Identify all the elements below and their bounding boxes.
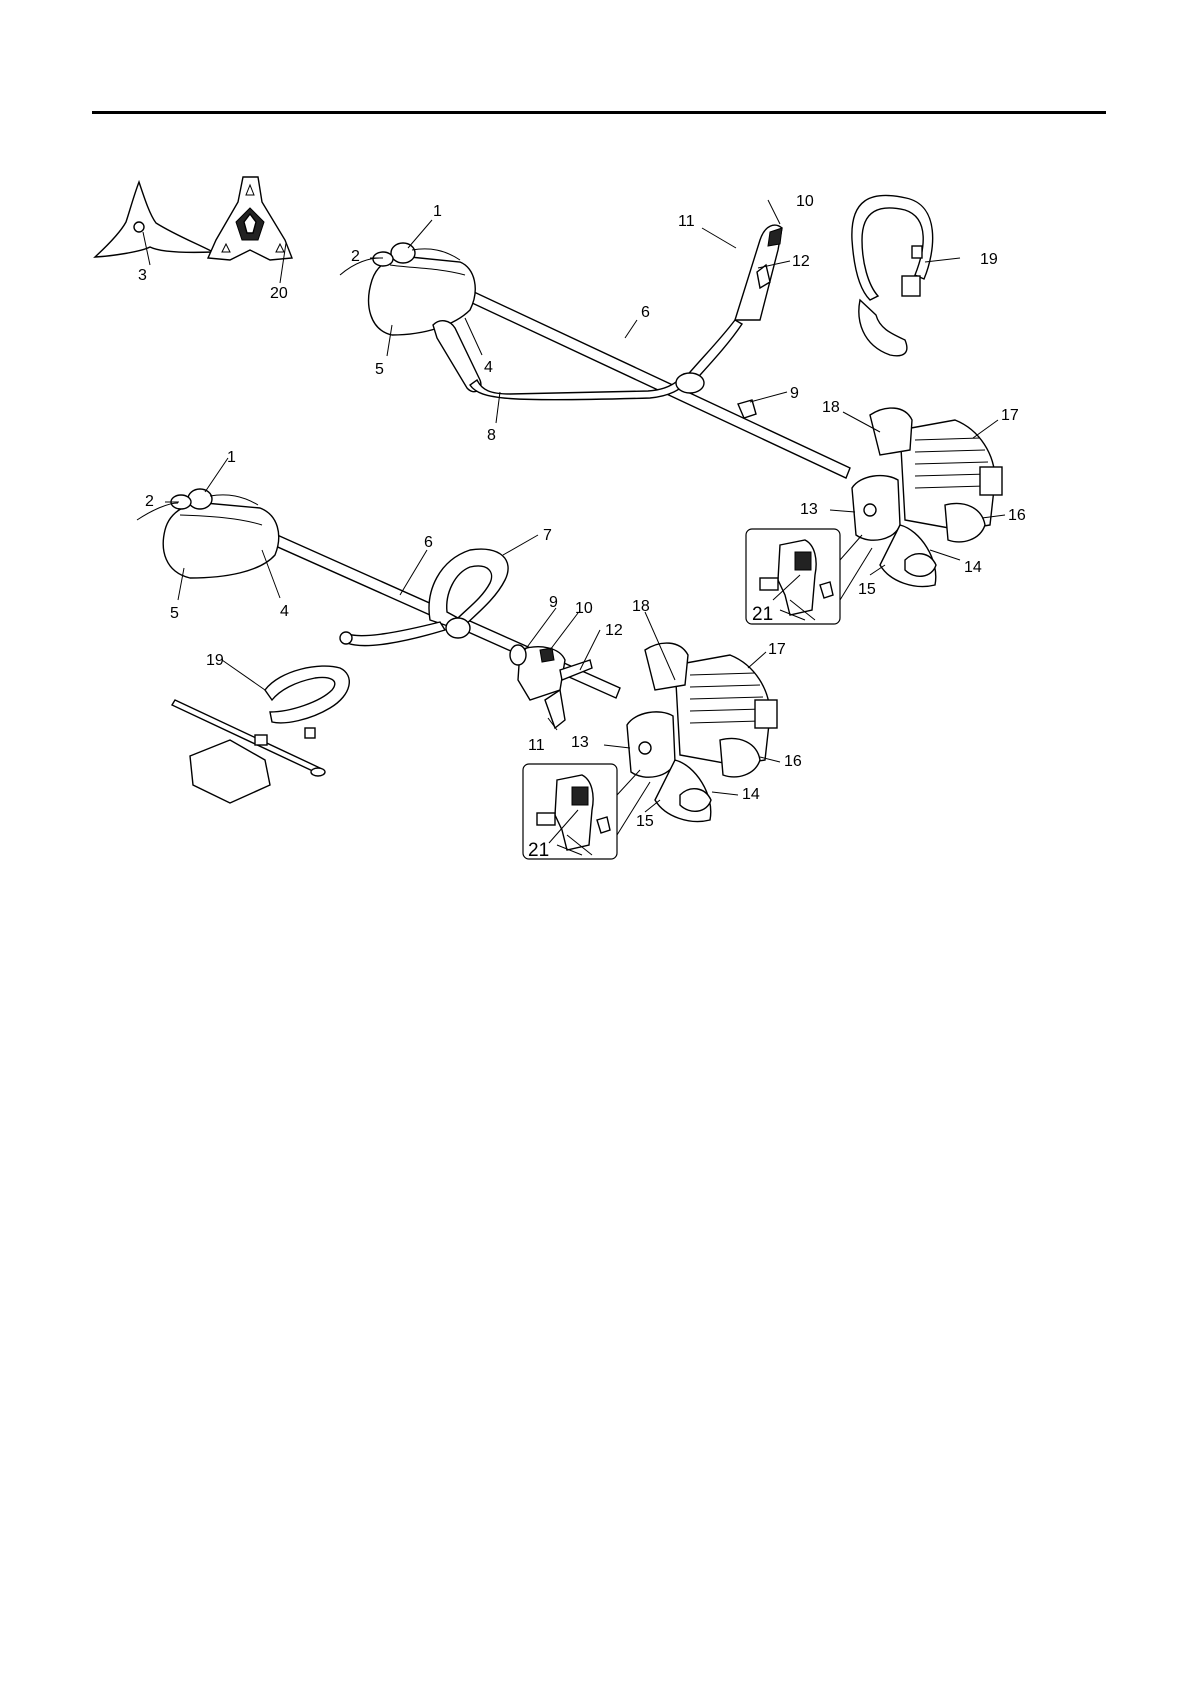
callout-bottom-6: 6 [424,534,433,551]
callout-top-14: 14 [964,559,982,576]
callout-bottom-19: 19 [206,652,224,669]
callout-bottom-16: 16 [784,753,802,770]
callout-bottom-1: 1 [227,449,236,466]
callout-bottom-18: 18 [632,598,650,615]
callout-top-6: 6 [641,304,650,321]
callout-top-11: 11 [678,213,695,230]
callout-bottom-12: 12 [605,622,623,639]
callout-top-5: 5 [375,361,384,378]
callout-top-8: 8 [487,427,496,444]
callout-bottom-4: 4 [280,603,289,620]
callout-top-3: 3 [138,267,147,284]
callout-bottom-10: 10 [575,600,593,617]
callout-top-13: 13 [800,501,818,518]
callout-top-10: 10 [796,193,814,210]
three-tooth-blade [95,182,213,257]
shoulder-harness-top [852,195,933,355]
callout-top-2: 2 [351,248,360,265]
callout-bottom-17: 17 [768,641,786,658]
callout-top-19: 19 [980,251,998,268]
callout-top-17: 17 [1001,407,1019,424]
callout-bottom-7: 7 [543,527,552,544]
callout-top-12: 12 [792,253,810,270]
callout-top-9: 9 [790,385,799,402]
callout-top-20: 20 [270,285,288,302]
callout-bottom-2: 2 [145,493,154,510]
callout-top-15: 15 [858,581,876,598]
callout-bottom-21: 21 [528,840,549,861]
callout-bottom-13: 13 [571,734,589,751]
callout-top-1: 1 [433,203,442,220]
callout-top-21: 21 [752,604,773,625]
callout-bottom-14: 14 [742,786,760,803]
callout-bottom-5: 5 [170,605,179,622]
callout-bottom-9: 9 [549,594,558,611]
callout-bottom-11: 11 [528,737,545,754]
callout-top-18: 18 [822,399,840,416]
callout-top-4: 4 [484,359,493,376]
callout-bottom-15: 15 [636,813,654,830]
callout-top-16: 16 [1008,507,1026,524]
plastic-blade [208,177,292,260]
